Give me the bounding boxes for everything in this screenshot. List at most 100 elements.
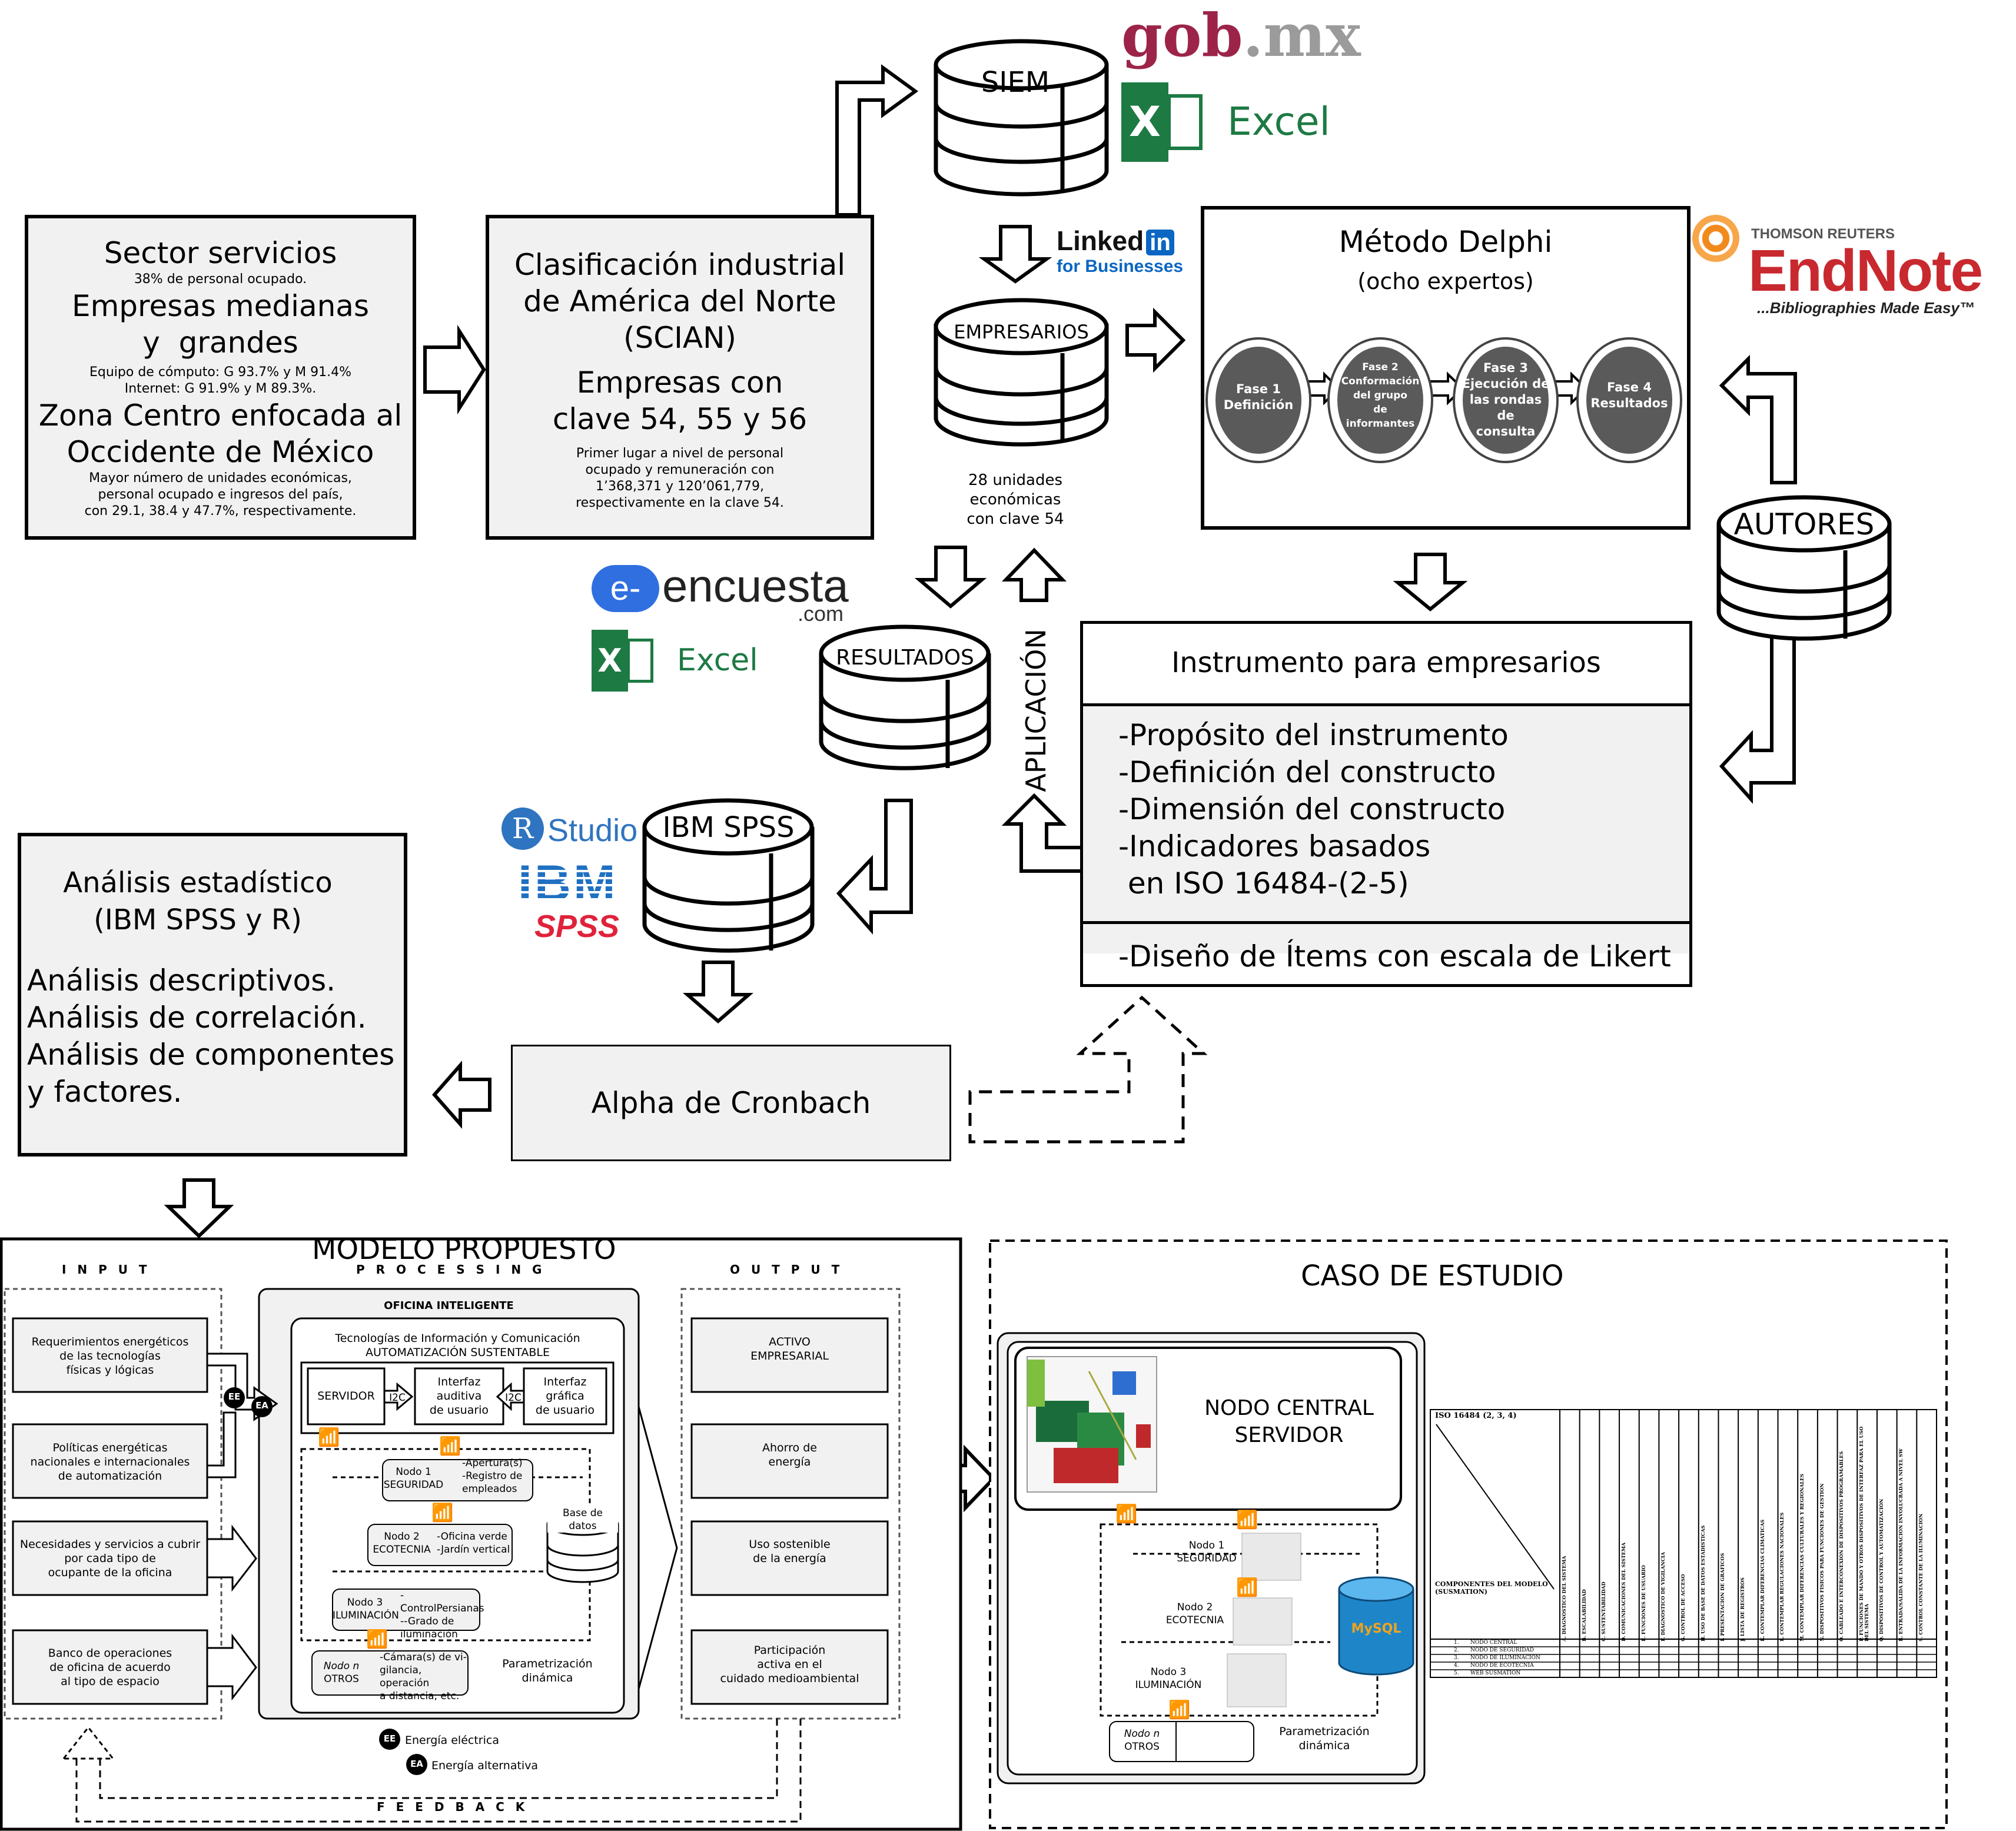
electronics-illustration [1027,1356,1157,1493]
iso-column-header: A. DIAGNÓSTICO DEL SISTEMA [1561,1556,1567,1641]
output-3: Uso sostenible de la energía [692,1537,888,1566]
excel-label-mid: Excel [677,643,758,678]
iso-row-number: 2. [1454,1647,1459,1653]
output-box-1 [690,1317,889,1393]
caso-nodo2-line-2: ECOTECNIA [1165,1614,1224,1626]
nodon-item-1: -Cámara(s) de vi- [380,1651,467,1663]
iso-row: 5.WEB SUSMATION [1454,1670,1520,1677]
excel-icon: X [1121,82,1168,162]
iso-column-header: N. DISPOSITIVOS FÍSICOS PARA FUNCIONES D… [1819,1483,1825,1641]
arrow-cronbach-to-analisis [432,1061,491,1129]
arrow-analisis-to-modelo [164,1178,234,1239]
arrow-autores-to-delphi [1719,354,1797,484]
ibmspss-db-label: IBM SPSS [662,811,795,844]
scian-l5: clave 54, 55 y 56 [552,402,808,436]
caso-param: Parametrización dinámica [1266,1724,1383,1753]
arrow-autores-to-instrumento [1719,631,1796,804]
grafica-line-1: Interfaz [543,1375,587,1388]
caso-nodo3-line-1: Nodo 3 [1150,1666,1187,1678]
eencuesta-badge: e- [592,565,659,612]
nodo1-line-2: SEGURIDAD [383,1479,444,1491]
instrumento-title: Instrumento para empresarios [1171,646,1601,679]
endnote-name: EndNote [1748,238,1983,304]
auditiva-label: Interfaz auditiva de usuario [415,1375,503,1417]
phase-3-label: Fase 3 Ejecución de las rondas de consul… [1462,360,1550,440]
ee-legend: Energía eléctrica [405,1734,499,1747]
phase-3-line-1: Fase 3 [1483,361,1528,375]
nodo3-label: Nodo 3 ILUMINACIÓN [333,1596,399,1622]
nodo2-line-1: Nodo 2 [384,1531,420,1543]
auditiva-line-1: Interfaz [437,1375,481,1388]
instrumento-item-3: -Dimensión del constructo [1118,792,1506,826]
gobmx-tld: .mx [1243,1,1361,70]
iso-row: 4. NODO DE ECOTECNIA [1454,1662,1534,1670]
input-2-line-3: de automatización [58,1470,162,1483]
phase-1-label: Fase 1 Definición [1214,381,1303,413]
resultados-label: RESULTADOS [836,646,974,670]
iso-column-header: O. CABLEADO E INTERCONEXIÓN DE DISPOSITI… [1839,1451,1845,1641]
iso-row-name: NODO DE ECOTECNIA [1470,1663,1534,1669]
output-box-2 [690,1423,889,1499]
nodo-central-line-2: SERVIDOR [1234,1423,1344,1447]
analisis-item-4: y factores. [27,1075,182,1109]
nodon-label: Nodo n OTROS [312,1660,371,1686]
ibm-label: IBM [518,858,619,909]
nodo-central-line-1: NODO CENTRAL [1204,1396,1374,1420]
caso-param-line-2: dinámica [1298,1739,1350,1752]
caso-wifi-4: 📶 [1168,1700,1191,1720]
ea-badge-a: EA [255,1400,268,1411]
ee-badge-a: EE [228,1391,241,1402]
cronbach-label: Alpha de Cronbach [591,1086,871,1120]
excel-icon-mid: X [592,630,628,692]
caso-nodo3: Nodo 3 ILUMINACIÓN [1127,1666,1210,1692]
sector-note1: Mayor número de unidades económicas, [89,471,352,486]
iso-row-name: NODO CENTRAL [1470,1640,1517,1646]
arrow-siem-to-empresarios [978,225,1052,284]
scian-l1: Clasificación industrial [514,248,846,282]
arrow-resultados-to-spss [836,799,913,935]
input-3-line-2: por cada tipo de [64,1552,156,1565]
sector-zona1: Zona Centro enfocada al [38,398,403,433]
siem-database [934,39,1109,197]
input-1: Requerimientos energéticos de las tecnol… [13,1335,207,1377]
caso-nodo2-line-1: Nodo 2 [1177,1601,1213,1613]
auditiva-line-3: de usuario [429,1404,489,1417]
scian-n3: 1’368,371 y 120’061,779, [596,479,764,494]
servidor-box [307,1367,386,1425]
output-1-line-1: ACTIVO [769,1335,811,1348]
iso-column-header: S. CONTROL CONSTANTE DE LA ILUMINACIÓN [1918,1513,1924,1641]
arrow-delphi-to-instrumento [1393,553,1468,612]
empresarios-note: 28 unidades económicas con clave 54 [936,471,1095,529]
iso-row-number: 5. [1454,1670,1459,1676]
input-2-line-1: Políticas energéticas [52,1441,168,1454]
iso-row-number: 4. [1454,1663,1459,1669]
arrow-cronbach-to-instrumento-dashed [968,995,1208,1144]
delphi-title: Método Delphi [1339,225,1553,259]
instrumento-items: -Propósito del instrumento -Definición d… [1083,706,1689,953]
nodo3-line-2: ILUMINACIÓN [333,1610,399,1621]
processing-header: P R O C E S S I N G [356,1262,546,1277]
aplicacion-label: APLICACIÓN [1020,629,1052,792]
instrumento-item-4: -Indicadores basados [1118,829,1431,863]
eencuesta-name: encuesta [662,560,849,612]
phase-3-line-5: consulta [1476,424,1536,438]
iso-row: 2.NODO DE SEGURIDAD [1454,1647,1534,1654]
analisis-box: Análisis estadístico (IBM SPSS y R) Anál… [18,833,407,1157]
nodo2-item-2: -Jardín vertical [437,1544,510,1556]
output-3-line-1: Uso sostenible [749,1538,831,1551]
mysql-cylinder [1338,1576,1414,1676]
output-box-4 [690,1629,889,1705]
nodon-line-2: OTROS [324,1673,359,1685]
iso-column-header: M. CONTEMPLAR DIFERENCIAS CULTURALES Y R… [1799,1473,1805,1641]
auditiva-line-2: auditiva [436,1390,482,1403]
iso-column-header: G. CONTROL DE ACCESO [1680,1574,1686,1641]
output-1: ACTIVO EMPRESARIAL [692,1335,888,1363]
input-4: Banco de operaciones de oficina de acuer… [13,1646,207,1689]
scian-n4: respectivamente en la clave 54. [576,496,784,510]
nodon-item-3: a distancia, etc. [380,1690,460,1702]
iso-column-header: R. ENTRADA/SALIDA DE LA INFORMACIÓN INVO… [1898,1448,1904,1641]
output-1-line-2: EMPRESARIAL [750,1350,829,1363]
wifi-icon-2: 📶 [439,1436,461,1457]
